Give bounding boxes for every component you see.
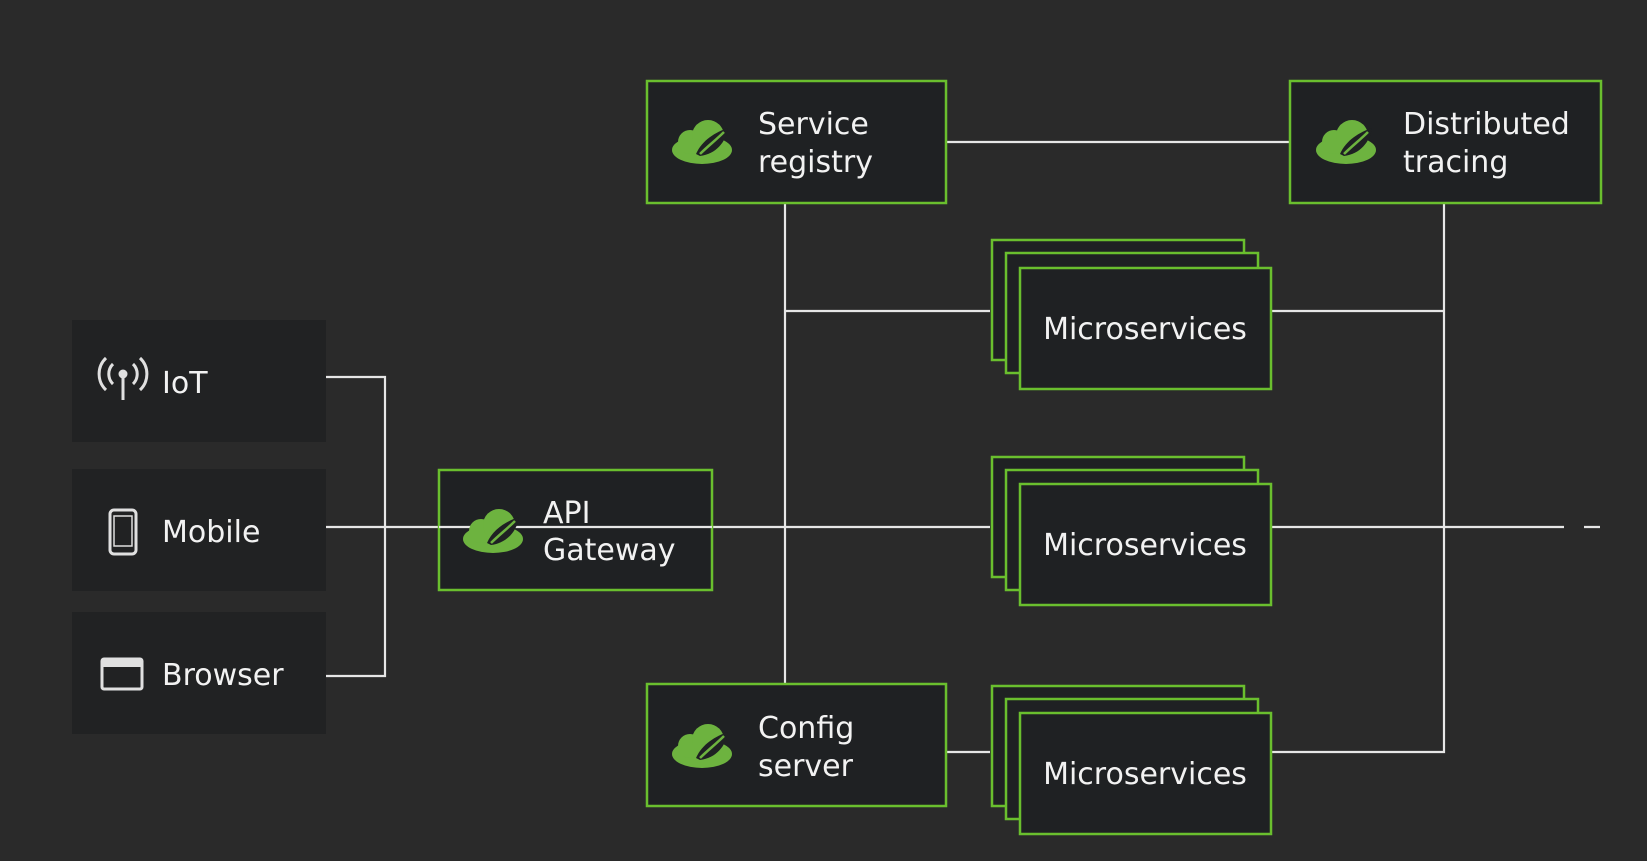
service-registry-label-line2: registry bbox=[758, 145, 873, 180]
api-gateway-label-line2: Gateway bbox=[543, 533, 676, 568]
service-registry-label-line1: Service bbox=[758, 107, 869, 142]
connector-lines bbox=[326, 140, 1610, 754]
distributed-tracing-label-line2: tracing bbox=[1403, 145, 1508, 180]
mobile-phone-icon bbox=[108, 508, 138, 556]
microservices-stack-middle: Microservices bbox=[990, 455, 1273, 607]
client-iot-label: IoT bbox=[162, 366, 208, 401]
client-browser-label: Browser bbox=[162, 658, 284, 693]
client-iot: IoT bbox=[72, 320, 326, 442]
client-mobile-label: Mobile bbox=[162, 515, 260, 550]
microservices-label: Microservices bbox=[1043, 757, 1247, 792]
microservices-label: Microservices bbox=[1043, 528, 1247, 563]
antenna-icon bbox=[97, 356, 149, 400]
distributed-tracing-node: Distributed tracing bbox=[1288, 79, 1603, 205]
service-registry-node: Service registry bbox=[645, 79, 948, 205]
api-gateway-node: API Gateway bbox=[437, 468, 714, 592]
microservices-stack-bottom: Microservices bbox=[990, 684, 1273, 836]
client-browser: Browser bbox=[72, 612, 326, 734]
config-server-label-line1: Config bbox=[758, 711, 854, 746]
client-mobile: Mobile bbox=[72, 469, 326, 591]
config-server-node: Config server bbox=[645, 682, 948, 808]
api-gateway-label-line1: API bbox=[543, 496, 590, 531]
config-server-label-line2: server bbox=[758, 749, 854, 784]
microservices-stack-top: Microservices bbox=[990, 238, 1273, 391]
distributed-tracing-label-line1: Distributed bbox=[1403, 107, 1570, 142]
browser-window-icon bbox=[100, 657, 144, 691]
microservices-label: Microservices bbox=[1043, 312, 1247, 347]
